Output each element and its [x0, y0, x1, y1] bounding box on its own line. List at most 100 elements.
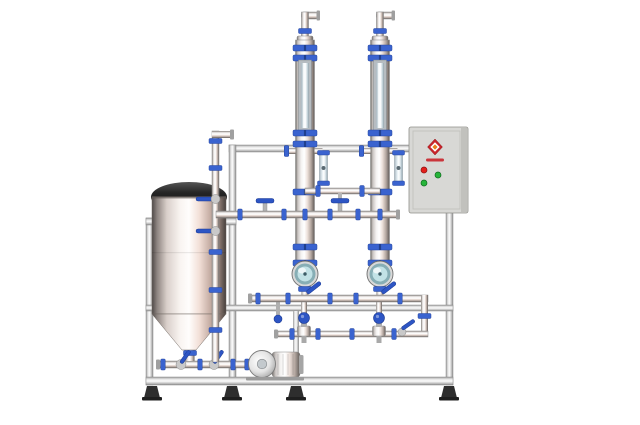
valve-stem	[276, 302, 280, 316]
pipe-end-cap	[391, 10, 395, 21]
sight-glass-window	[376, 63, 384, 128]
leveling-foot	[439, 386, 459, 401]
tri-clamp	[292, 140, 318, 148]
pipe-end-cap	[156, 359, 160, 370]
feed-riser-pipe	[195, 129, 234, 363]
pipe-end-cap	[316, 10, 320, 21]
tri-clamp	[284, 145, 289, 157]
column-top-neck	[376, 11, 384, 40]
pump-motor	[271, 351, 301, 378]
tri-clamp	[359, 185, 365, 197]
tri-clamp	[315, 328, 321, 340]
panel-door	[412, 130, 461, 210]
membrane-column-2	[359, 10, 405, 298]
tank-rim	[152, 196, 226, 199]
valve-body	[210, 194, 221, 204]
butterfly-valve-handle	[306, 281, 322, 295]
tank-outlet-line	[156, 350, 263, 371]
sight-glass-highlight	[378, 63, 380, 128]
power-led	[420, 166, 428, 174]
tri-clamp	[367, 243, 393, 251]
leveling-foot	[142, 386, 162, 401]
rotameter	[392, 150, 405, 186]
tri-clamp	[289, 328, 295, 340]
lower-piping	[248, 292, 432, 343]
panel-enclosure	[408, 126, 469, 214]
leveling-foot	[286, 386, 306, 401]
tri-clamp	[367, 140, 393, 148]
butterfly-valve-handle	[381, 281, 397, 295]
control-panel	[408, 126, 469, 214]
frame-support-post	[293, 311, 299, 377]
sight-glass-bottom-clamp	[367, 129, 393, 137]
rotameter	[317, 150, 330, 186]
sample-valve-knob	[273, 314, 283, 324]
diaphragm-valve	[297, 312, 311, 343]
valve-lever-handle	[179, 350, 191, 364]
flow-indicator	[291, 260, 319, 288]
tri-clamp	[255, 292, 261, 305]
inter-column-pipe	[304, 185, 381, 197]
brand-wordmark	[426, 158, 444, 162]
membrane-column-1	[284, 10, 330, 298]
tri-clamp	[237, 208, 243, 221]
valve-t-handle	[255, 198, 275, 212]
motor-fins	[277, 354, 294, 375]
tri-clamp	[359, 145, 364, 157]
side-port-left	[362, 148, 371, 154]
side-port-left	[287, 148, 296, 154]
panel-side-shade	[461, 128, 467, 212]
connecting-pipe	[304, 187, 381, 195]
sight-glass-highlight	[303, 63, 305, 128]
pipe-end-cap	[248, 293, 252, 304]
tri-clamp	[292, 44, 318, 52]
status-led	[420, 179, 428, 187]
valve-lever-handle	[401, 319, 415, 331]
tri-clamp	[349, 328, 355, 340]
sight-glass-bottom-clamp	[292, 129, 318, 137]
tri-clamp	[373, 28, 387, 34]
tri-clamp	[353, 292, 359, 305]
column-top-neck	[301, 11, 309, 40]
flow-indicator	[366, 260, 394, 288]
tri-clamp	[327, 208, 333, 221]
upper-manifold	[215, 193, 400, 221]
tri-clamp	[327, 292, 333, 305]
valve-lever-handle	[195, 228, 214, 234]
tri-clamp	[208, 327, 223, 333]
tri-clamp	[298, 28, 312, 34]
rotameter-float	[321, 166, 326, 170]
pump-inlet-port	[256, 358, 268, 370]
tri-clamp	[208, 138, 223, 144]
tri-clamp	[302, 208, 308, 221]
pipe-end-cap	[396, 209, 400, 220]
valve-body	[210, 226, 221, 236]
tri-clamp	[197, 358, 203, 371]
tri-clamp	[230, 358, 236, 371]
tri-clamp	[208, 249, 223, 255]
tri-clamp	[391, 328, 397, 340]
tri-clamp	[208, 287, 223, 293]
tri-clamp	[281, 208, 287, 221]
frame-post-mid	[228, 144, 237, 386]
valve-t-handle	[330, 198, 350, 212]
valve-lever-handle	[195, 196, 214, 202]
motor-end-bell	[299, 355, 304, 374]
tri-clamp	[208, 165, 223, 171]
diaphragm-valve	[372, 312, 386, 343]
tri-clamp	[355, 208, 361, 221]
tank-weld-seam	[152, 252, 226, 254]
tri-clamp	[377, 208, 383, 221]
frame-mid-rail	[145, 304, 454, 312]
leveling-foot	[222, 386, 242, 401]
run-led	[434, 171, 442, 179]
pipe-end-cap	[230, 129, 234, 140]
tri-clamp	[397, 292, 403, 305]
tri-clamp	[417, 313, 432, 319]
brand-logo	[427, 138, 443, 156]
pipe-end-cap	[274, 329, 278, 339]
pump	[246, 350, 304, 381]
tri-clamp	[160, 358, 166, 371]
tri-clamp	[367, 44, 393, 52]
